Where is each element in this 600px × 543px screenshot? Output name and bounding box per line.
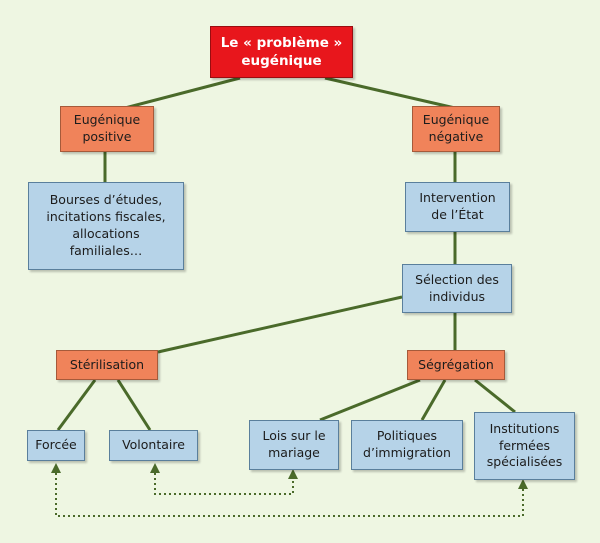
edge-sterilisation-volontaire	[116, 379, 152, 431]
node-eugenique-positive: Eugénique positive	[60, 106, 154, 152]
dotted-link-forcee-institutions	[51, 463, 528, 517]
edge-root-negative	[324, 76, 456, 110]
edge-segregation-institutions	[474, 378, 516, 414]
node-politiques-immigration: Politiques d’immigration	[351, 420, 463, 470]
node-eugenique-negative: Eugénique négative	[412, 106, 500, 152]
dotted-link-volontaire-lois	[150, 463, 298, 495]
node-segregation: Ségrégation	[407, 350, 505, 380]
node-root: Le « problème » eugénique	[210, 26, 353, 78]
edge-segregation-lois	[319, 378, 421, 422]
node-institutions: Institutions fermées spécialisées	[474, 412, 575, 480]
node-volontaire: Volontaire	[109, 430, 198, 461]
node-sterilisation: Stérilisation	[56, 350, 158, 380]
edge-root-positive	[124, 76, 241, 110]
edge-segregation-politiques	[420, 379, 447, 421]
node-bourses: Bourses d’études, incitations fiscales, …	[28, 182, 184, 270]
node-lois-mariage: Lois sur le mariage	[249, 420, 339, 470]
edge-sterilisation-forcee	[56, 379, 97, 431]
node-forcee: Forcée	[27, 430, 85, 461]
node-intervention: Intervention de l’État	[405, 182, 510, 232]
node-selection: Sélection des individus	[402, 264, 512, 313]
edge-selection-sterilisation	[157, 295, 403, 354]
